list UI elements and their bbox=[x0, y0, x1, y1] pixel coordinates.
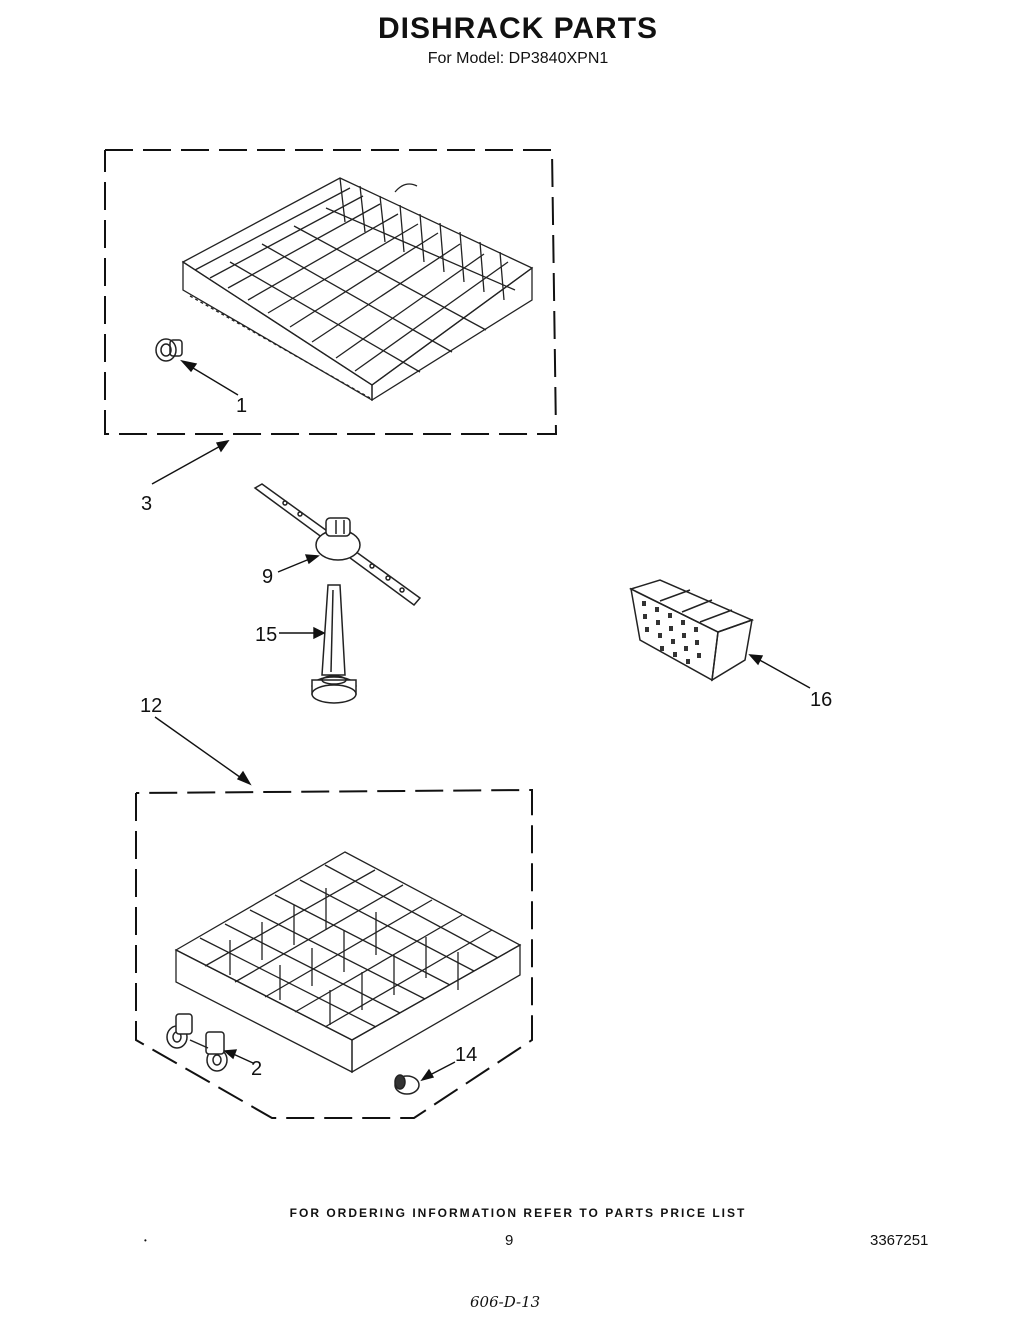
bullet-mark: • bbox=[144, 1236, 147, 1245]
callout-3: 3 bbox=[141, 493, 152, 515]
lower-rack-assembly-boundary bbox=[135, 788, 533, 1119]
spray-tower-part-15 bbox=[311, 584, 357, 704]
callout-16: 16 bbox=[810, 689, 832, 711]
lower-rack-illustration bbox=[174, 851, 522, 1074]
callout-2: 2 bbox=[251, 1058, 262, 1080]
page-title: DISHRACK PARTS bbox=[377, 12, 659, 45]
page-number: 9 bbox=[505, 1232, 514, 1249]
silverware-basket-part-16 bbox=[628, 579, 755, 682]
upper-rack-assembly-boundary bbox=[104, 149, 558, 435]
callout-15: 15 bbox=[255, 624, 277, 646]
callout-14: 14 bbox=[455, 1044, 477, 1066]
ordering-note: FOR ORDERING INFORMATION REFER TO PARTS … bbox=[289, 1206, 747, 1220]
callout-12: 12 bbox=[140, 695, 162, 717]
callout-9: 9 bbox=[262, 566, 273, 588]
spray-arm-part-9 bbox=[253, 483, 422, 607]
rack-wheel-part-1 bbox=[155, 338, 183, 362]
rack-bumper-part-14 bbox=[394, 1074, 420, 1095]
callout-1: 1 bbox=[236, 395, 247, 417]
upper-rack-illustration bbox=[181, 177, 534, 402]
rack-roller-part-2 bbox=[166, 1013, 228, 1072]
leader-lines bbox=[151, 359, 811, 1082]
document-number: 3367251 bbox=[870, 1232, 929, 1249]
model-subtitle: For Model: DP3840XPN1 bbox=[427, 50, 609, 67]
handwritten-note: 606-D-13 bbox=[470, 1293, 541, 1311]
